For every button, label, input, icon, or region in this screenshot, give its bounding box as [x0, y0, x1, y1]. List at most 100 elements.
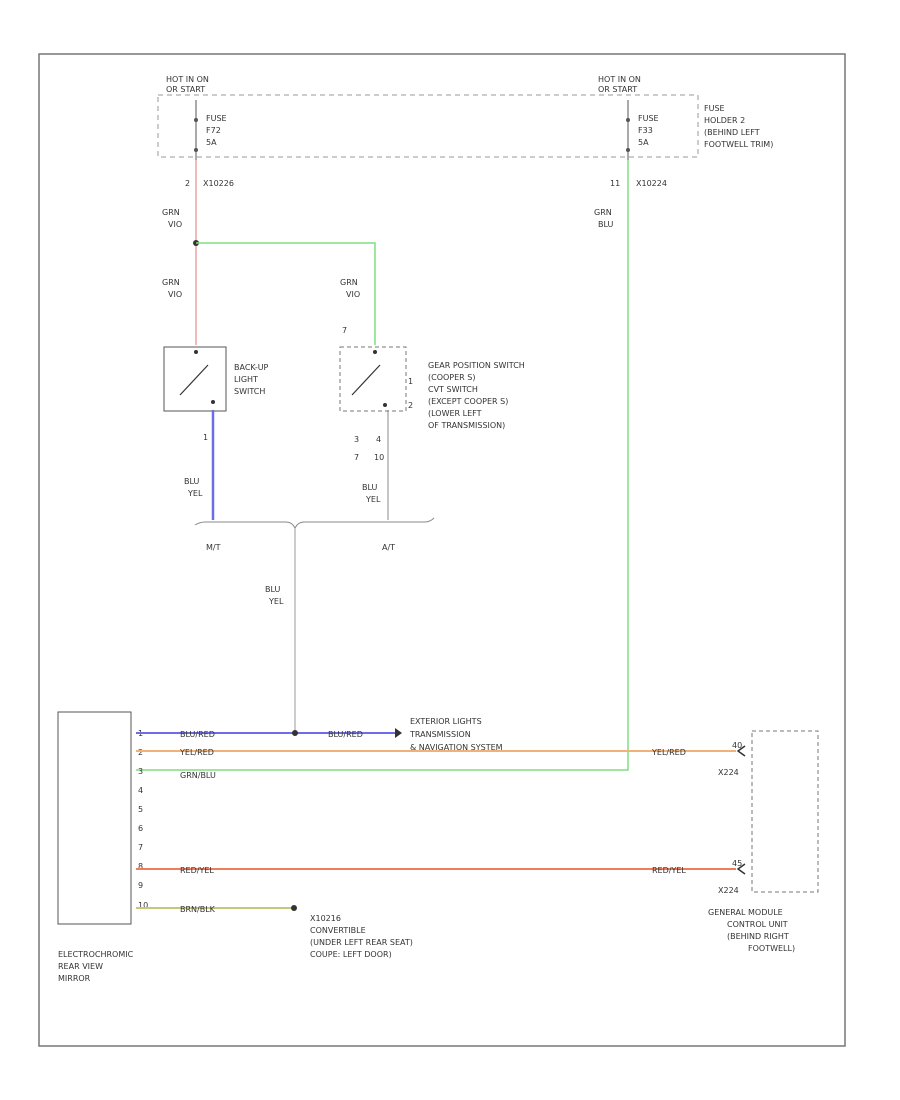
gear-pin-7: 7: [354, 453, 359, 462]
gm-pin-a: 40: [732, 741, 742, 750]
wire-label-grn-vio-1b: VIO: [168, 220, 182, 229]
gm-label-4: FOOTWELL): [748, 944, 795, 953]
gear-pin-1: 1: [408, 377, 413, 386]
mt-at-bracket: [194, 517, 435, 530]
holder-label-2: HOLDER 2: [704, 116, 745, 125]
wire-label-blu-yel-3a: BLU: [265, 585, 281, 594]
gear-switch-label-6: OF TRANSMISSION): [428, 421, 505, 430]
backup-switch-terminal-top: [194, 350, 198, 354]
exterior-label-3: & NAVIGATION SYSTEM: [410, 743, 503, 752]
ground-label-2: CONVERTIBLE: [310, 926, 366, 935]
wire-label-red-yel-b: RED/YEL: [652, 866, 686, 875]
diagram-frame: [38, 53, 846, 1047]
gear-switch-label-2: (COOPER S): [428, 373, 475, 382]
holder-label-1: FUSE: [704, 104, 725, 113]
wire-label-grn-blu-a: GRN: [594, 208, 612, 217]
wire-label-blu-yel-2b: YEL: [365, 495, 381, 504]
exterior-label-1: EXTERIOR LIGHTS: [410, 717, 482, 726]
gear-switch-terminal-top: [373, 350, 377, 354]
wire-label-yel-red-b: YEL/RED: [651, 748, 686, 757]
backup-switch-label-1: BACK-UP: [234, 363, 269, 372]
wire-label-grn-blu-mirror: GRN/BLU: [180, 771, 216, 780]
wire-label-blu-yel-1a: BLU: [184, 477, 200, 486]
wire-label-grn-blu-b: BLU: [598, 220, 614, 229]
grn-blu-wire: [136, 160, 629, 771]
wire-label-yel-red: YEL/RED: [179, 748, 214, 757]
blu-red-arrow: [395, 728, 402, 738]
gear-position-switch-box: [339, 346, 407, 412]
backup-switch-label-2: LIGHT: [234, 375, 258, 384]
backup-switch-label-3: SWITCH: [234, 387, 265, 396]
right-hot-label-1: HOT IN ON: [598, 75, 641, 84]
gm-pin-b-arrow: [736, 863, 746, 875]
gm-pin-b: 45: [732, 859, 742, 868]
gm-label-3: (BEHIND RIGHT: [727, 932, 789, 941]
ground-label-3: (UNDER LEFT REAR SEAT): [310, 938, 413, 947]
right-connector-id: X10224: [636, 179, 667, 188]
at-label: A/T: [382, 543, 395, 552]
mirror-pin-3: 3: [138, 767, 143, 776]
backup-switch-pin: 1: [203, 433, 208, 442]
right-fuse-label-1: FUSE: [638, 114, 659, 123]
gm-pin-a-arrow: [736, 745, 746, 757]
right-fuse-dot2: [626, 148, 630, 152]
mirror-label-3: MIRROR: [58, 974, 91, 983]
mirror-pin-2: 2: [138, 748, 143, 757]
left-fuse-dot2: [194, 148, 198, 152]
right-hot-label-2: OR START: [598, 85, 637, 94]
gear-switch-label-1: GEAR POSITION SWITCH: [428, 361, 525, 370]
ground-dot: [291, 905, 297, 911]
wire-label-grn-vio-2b: VIO: [168, 290, 182, 299]
mirror-label-2: REAR VIEW: [58, 962, 103, 971]
backup-switch-contact: [179, 364, 209, 396]
backup-switch-terminal-bottom: [211, 400, 215, 404]
left-connector-pin: 2: [185, 179, 190, 188]
mt-label: M/T: [206, 543, 221, 552]
exterior-label-2: TRANSMISSION: [409, 730, 471, 739]
left-fuse-label-3: 5A: [206, 138, 217, 147]
left-connector-id: X10226: [203, 179, 234, 188]
gear-switch-label-4: (EXCEPT COOPER S): [428, 397, 508, 406]
electrochromic-mirror-box: [57, 711, 132, 925]
mirror-pin-5: 5: [138, 805, 143, 814]
ground-label-4: COUPE: LEFT DOOR): [310, 950, 392, 959]
gear-switch-contact: [351, 364, 381, 396]
left-hot-label-2: OR START: [166, 85, 205, 94]
ground-label-1: X10216: [310, 914, 341, 923]
wire-label-grn-vio-3b: VIO: [346, 290, 360, 299]
left-fuse-dot: [194, 118, 198, 122]
splice-dot-blu-red: [292, 730, 298, 736]
wire-label-grn-vio-1a: GRN: [162, 208, 180, 217]
gear-pin-3: 3: [354, 435, 359, 444]
left-fuse-label-1: FUSE: [206, 114, 227, 123]
holder-label-3: (BEHIND LEFT: [704, 128, 760, 137]
right-fuse-label-3: 5A: [638, 138, 649, 147]
gm-conn-b: X224: [718, 886, 739, 895]
wire-label-blu-yel-3b: YEL: [268, 597, 284, 606]
mirror-pin-6: 6: [138, 824, 143, 833]
gm-label-2: CONTROL UNIT: [727, 920, 788, 929]
wire-label-blu-red: BLU/RED: [180, 730, 215, 739]
mirror-pin-8: 8: [138, 862, 143, 871]
gear-switch-label-3: CVT SWITCH: [428, 385, 478, 394]
fuse-holder-box: [157, 94, 699, 158]
gm-label-1: GENERAL MODULE: [708, 908, 783, 917]
gear-pin-10: 10: [374, 453, 384, 462]
gear-pin-2: 2: [408, 401, 413, 410]
gear-pin-4: 4: [376, 435, 381, 444]
mirror-pin-7: 7: [138, 843, 143, 852]
right-connector-pin: 11: [610, 179, 620, 188]
wire-label-red-yel: RED/YEL: [180, 866, 214, 875]
left-fuse-label-2: F72: [206, 126, 221, 135]
gear-pin-top: 7: [342, 326, 347, 335]
wire-label-grn-vio-2a: GRN: [162, 278, 180, 287]
gear-switch-terminal-bottom: [383, 403, 387, 407]
wire-label-grn-vio-3a: GRN: [340, 278, 358, 287]
wire-label-blu-yel-1b: YEL: [187, 489, 203, 498]
mirror-label-1: ELECTROCHROMIC: [58, 950, 134, 959]
gear-switch-label-5: (LOWER LEFT: [428, 409, 482, 418]
grn-vio-wire-branch: [196, 242, 376, 345]
left-hot-label-1: HOT IN ON: [166, 75, 209, 84]
mirror-pin-4: 4: [138, 786, 143, 795]
